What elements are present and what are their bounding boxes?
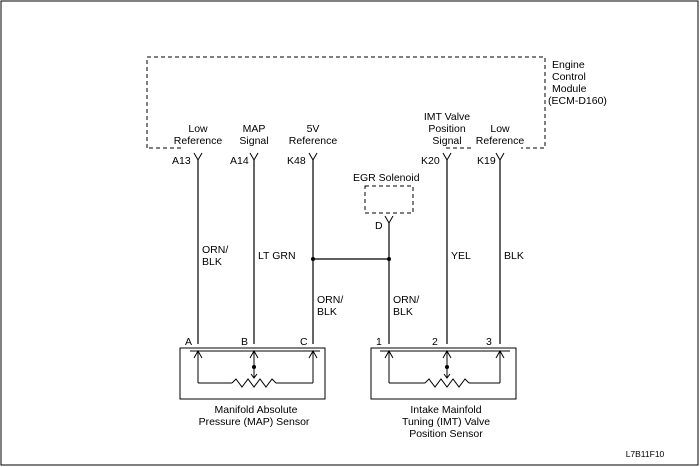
map-sensor-title-line1: Manifold Absolute [215, 404, 298, 416]
wire-egr-color-line1: ORN/ [393, 294, 419, 306]
imt-pin-3: 3 [486, 336, 492, 348]
ecm-pin-k20-label: IMT Valve Position Signal [424, 111, 470, 147]
wire-a13-color-line1: ORN/ [202, 244, 228, 256]
ecm-pin-k19-label: Low Reference [476, 123, 525, 147]
ecm-pin-a13: A13 [172, 155, 191, 167]
map-sensor-outer-box [179, 347, 326, 400]
ecm-pin-a13-line2: Reference [174, 135, 223, 147]
imt-pin-2: 2 [432, 336, 438, 348]
map-connector-a-icon [193, 349, 203, 383]
map-pin-a: A [185, 336, 192, 348]
wire-k48-color-line1: ORN/ [317, 294, 343, 306]
ecm-pin-k20-line3: Signal [432, 135, 461, 147]
map-connector-b-icon [249, 349, 259, 367]
wire-k20-color: YEL [451, 250, 471, 262]
ecm-title-line1: Engine [552, 59, 585, 71]
wire-k48-color-line2: BLK [317, 306, 337, 318]
ecm-pin-k19: K19 [477, 155, 496, 167]
ecm-pin-k48-label: 5V Reference [289, 123, 338, 147]
imt-sensor-title-line2: Tuning (IMT) Valve [402, 416, 490, 428]
map-sensor: A B C Manifold Absolute Pressure (MAP) S… [179, 336, 326, 428]
ecm-pin-a14-line1: MAP [243, 123, 266, 135]
ecm-pin-a13-label: Low Reference [174, 123, 223, 147]
wire-a13-color-line2: BLK [202, 256, 222, 268]
ecm-pin-k19-line1: Low [490, 123, 510, 135]
imt-sensor-title-line1: Intake Mainfold [410, 404, 481, 416]
map-sensor-title-line2: Pressure (MAP) Sensor [199, 416, 310, 428]
ecm-pin-a14-label: MAP Signal [239, 123, 268, 147]
connector-k19-icon [495, 152, 505, 162]
imt-sensor-title-line3: Position Sensor [409, 428, 483, 440]
connector-k20-icon [442, 152, 452, 162]
ecm-pin-k20-line1: IMT Valve [424, 111, 470, 123]
map-pin-b: B [241, 336, 248, 348]
ecm-title-line4: (ECM-D160) [548, 95, 607, 107]
figure-code: L7B11F10 [626, 449, 665, 459]
ecm-title-line2: Control [552, 71, 586, 83]
ecm-pin-a14-line2: Signal [239, 135, 268, 147]
imt-sensor: 1 2 3 Intake Mainfold Tuning (IMT) Valve… [370, 336, 517, 440]
ecm-pin-k48: K48 [287, 155, 306, 167]
connector-egr-d-icon [384, 215, 394, 225]
imt-connector-3-icon [495, 349, 505, 383]
egr-solenoid-title: EGR Solenoid [353, 172, 420, 184]
map-potentiometer-resistor-icon [231, 378, 277, 388]
wire-k19-color: BLK [504, 250, 524, 262]
imt-sensor-outer-box [370, 347, 517, 400]
map-pin-c: C [300, 336, 308, 348]
connector-a13-icon [193, 152, 203, 162]
imt-pin-1: 1 [376, 336, 382, 348]
ecm-dashed-outline [146, 56, 546, 149]
wire-a14-color: LT GRN [258, 250, 296, 262]
imt-potentiometer-resistor-icon [424, 378, 470, 388]
ecm-pin-k20-line2: Position [428, 123, 466, 135]
connector-k48-icon [308, 152, 318, 162]
ecm-pin-k48-line2: Reference [289, 135, 338, 147]
wire-egr-color-line2: BLK [393, 306, 413, 318]
imt-connector-2-icon [442, 349, 452, 367]
egr-solenoid-box [364, 185, 414, 214]
egr-pin-d: D [375, 220, 383, 232]
ecm-pin-a14: A14 [230, 155, 249, 167]
imt-connector-1-icon [384, 349, 394, 383]
ecm-title-line3: Module [552, 83, 587, 95]
map-connector-c-icon [308, 349, 318, 383]
connector-a14-icon [249, 152, 259, 162]
map-wiper-dot [252, 365, 256, 369]
ecm-pin-a13-line1: Low [188, 123, 208, 135]
imt-wiper-dot [445, 365, 449, 369]
ecm-pin-k19-line2: Reference [476, 135, 525, 147]
ecm-pin-k48-line1: 5V [307, 123, 320, 135]
ecm-pin-k20: K20 [421, 155, 440, 167]
